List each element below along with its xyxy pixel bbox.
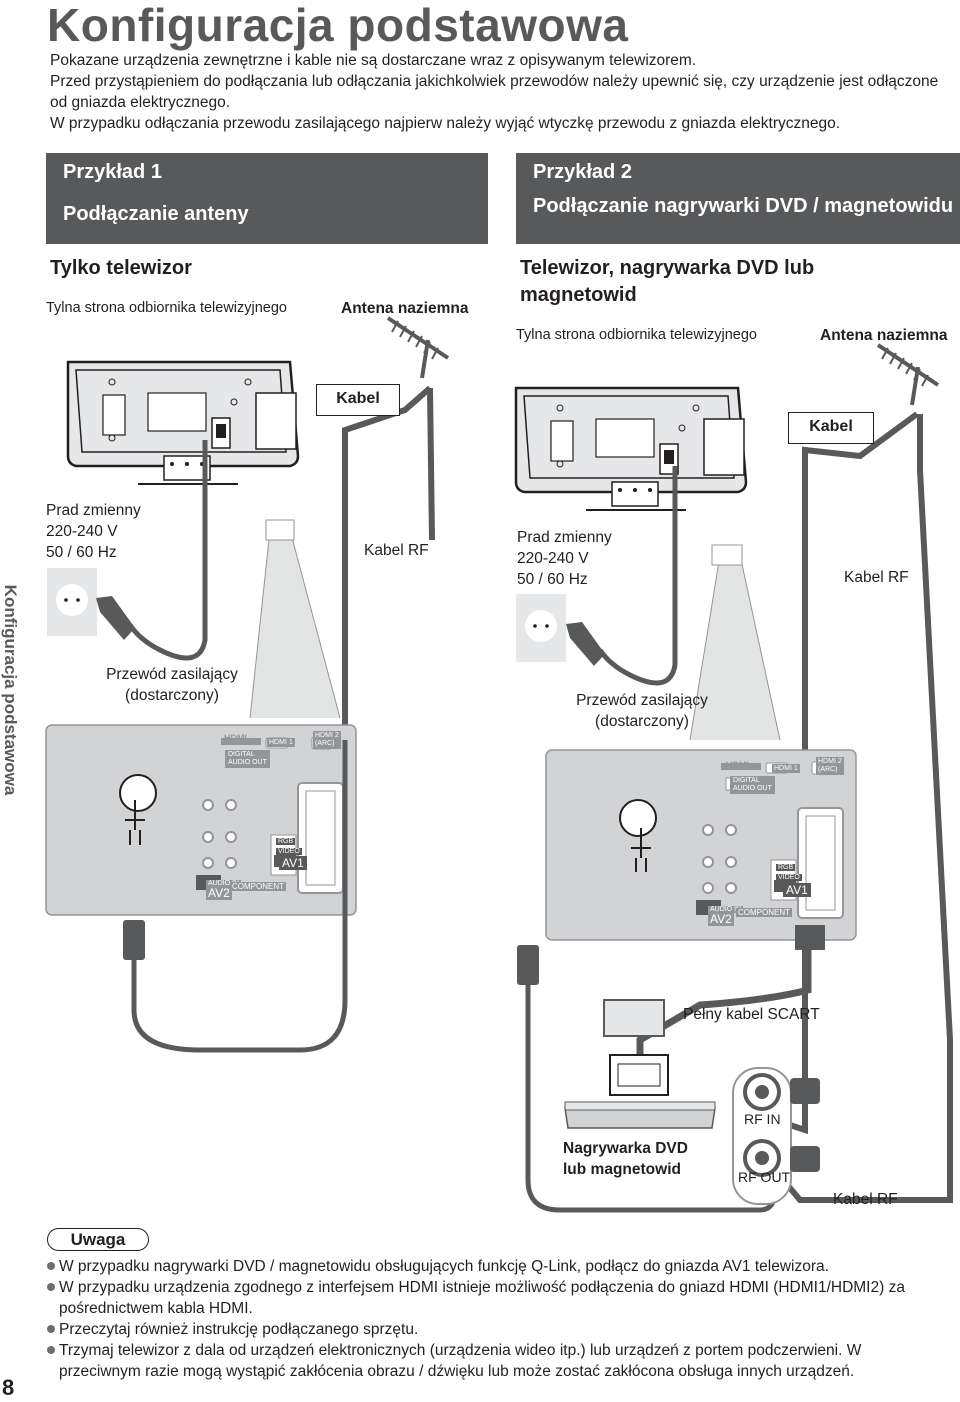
- example-1-number: Przykład 1: [63, 161, 162, 183]
- audio-in-label: AUDIO IN: [708, 906, 744, 913]
- note-item: Przeczytaj również instrukcję podłączane…: [47, 1319, 947, 1340]
- example-2-title: Podłączanie nagrywarki DVD / magnetowidu: [533, 195, 954, 217]
- example-2-number: Przykład 2: [533, 161, 632, 183]
- video-label: VIDEO: [776, 874, 802, 881]
- power-cord-label: Przewód zasilający (dostarczony): [576, 692, 708, 730]
- note-item: W przypadku nagrywarki DVD / magnetowidu…: [47, 1256, 947, 1277]
- rf-out-label: RF OUT: [738, 1169, 791, 1185]
- hdmi1-label: HDMI 1: [267, 738, 295, 747]
- antenna-label: Antena naziemna: [820, 327, 948, 344]
- scart-cable-label: Pełny kabel SCART: [683, 1006, 820, 1023]
- hdmi2-label: HDMI 2 (ARC): [816, 757, 844, 775]
- intro-text: Pokazane urządzenia zewnętrzne i kable n…: [50, 50, 940, 134]
- rgb-label: RGB: [776, 864, 796, 871]
- video-label: VIDEO: [276, 848, 302, 855]
- example-2-subtitle: Telewizor, nagrywarka DVD lub magnetowid: [520, 257, 815, 306]
- page-title: Konfiguracja podstawowa: [47, 0, 629, 51]
- intro-line: Przed przystąpieniem do podłączania lub …: [50, 73, 939, 111]
- hdmi1-label: HDMI 1: [772, 764, 800, 773]
- intro-line: W przypadku odłączania przewodu zasilają…: [50, 115, 841, 132]
- audio-in-label: AUDIO IN: [206, 880, 242, 887]
- example-1-title: Podłączanie anteny: [63, 203, 249, 225]
- av2-label: AV2: [708, 912, 734, 926]
- notes-list: W przypadku nagrywarki DVD / magnetowidu…: [47, 1256, 947, 1382]
- hdmi-logo: HDMI: [224, 733, 247, 743]
- note-item: Trzymaj telewizor z dala od urządzeń ele…: [47, 1340, 947, 1382]
- side-tab: Konfiguracja podstawowa: [0, 585, 22, 796]
- example-1-header: Przykład 1 Podłączanie anteny: [46, 153, 488, 244]
- power-cord-label: Przewód zasilający (dostarczony): [106, 666, 238, 704]
- rf-cable-label: Kabel RF: [844, 569, 909, 586]
- power-spec: Prad zmienny 220-240 V 50 / 60 Hz: [46, 502, 141, 561]
- cable-label: Kabel: [316, 384, 400, 416]
- av1-label: AV1: [783, 883, 811, 897]
- av1-label: AV1: [279, 856, 307, 870]
- rf-in-label: RF IN: [744, 1111, 781, 1127]
- tv-back-label: Tylna strona odbiornika telewizyjnego: [516, 327, 757, 343]
- example-2-header: Przykład 2 Podłączanie nagrywarki DVD / …: [516, 153, 960, 244]
- hdmi-logo: HDMI: [726, 760, 749, 770]
- rf-cable-label: Kabel RF: [364, 542, 429, 559]
- note-title: Uwaga: [47, 1228, 149, 1251]
- side-tab-label: Konfiguracja podstawowa: [1, 584, 20, 796]
- intro-line: Pokazane urządzenia zewnętrzne i kable n…: [50, 52, 697, 69]
- cable-label: Kabel: [788, 412, 874, 444]
- note-item: W przypadku urządzenia zgodnego z interf…: [47, 1277, 947, 1319]
- component-label: COMPONENT: [230, 882, 286, 891]
- hdmi2-label: HDMI 2 (ARC): [313, 731, 341, 749]
- av2-label: AV2: [206, 886, 232, 900]
- rgb-label: RGB: [276, 838, 296, 845]
- digital-audio-label: DIGITAL AUDIO OUT: [225, 750, 270, 768]
- recorder-label: Nagrywarka DVD lub magnetowid: [563, 1140, 688, 1178]
- power-spec: Prad zmienny 220-240 V 50 / 60 Hz: [517, 529, 612, 588]
- antenna-label: Antena naziemna: [341, 300, 469, 317]
- digital-audio-label: DIGITAL AUDIO OUT: [730, 776, 775, 794]
- tv-back-label: Tylna strona odbiornika telewizyjnego: [46, 300, 287, 316]
- example-1-subtitle: Tylko telewizor: [50, 257, 192, 279]
- page-number: 8: [2, 1375, 15, 1400]
- rf-cable-label-2: Kabel RF: [833, 1191, 898, 1208]
- component-label: COMPONENT: [736, 908, 792, 917]
